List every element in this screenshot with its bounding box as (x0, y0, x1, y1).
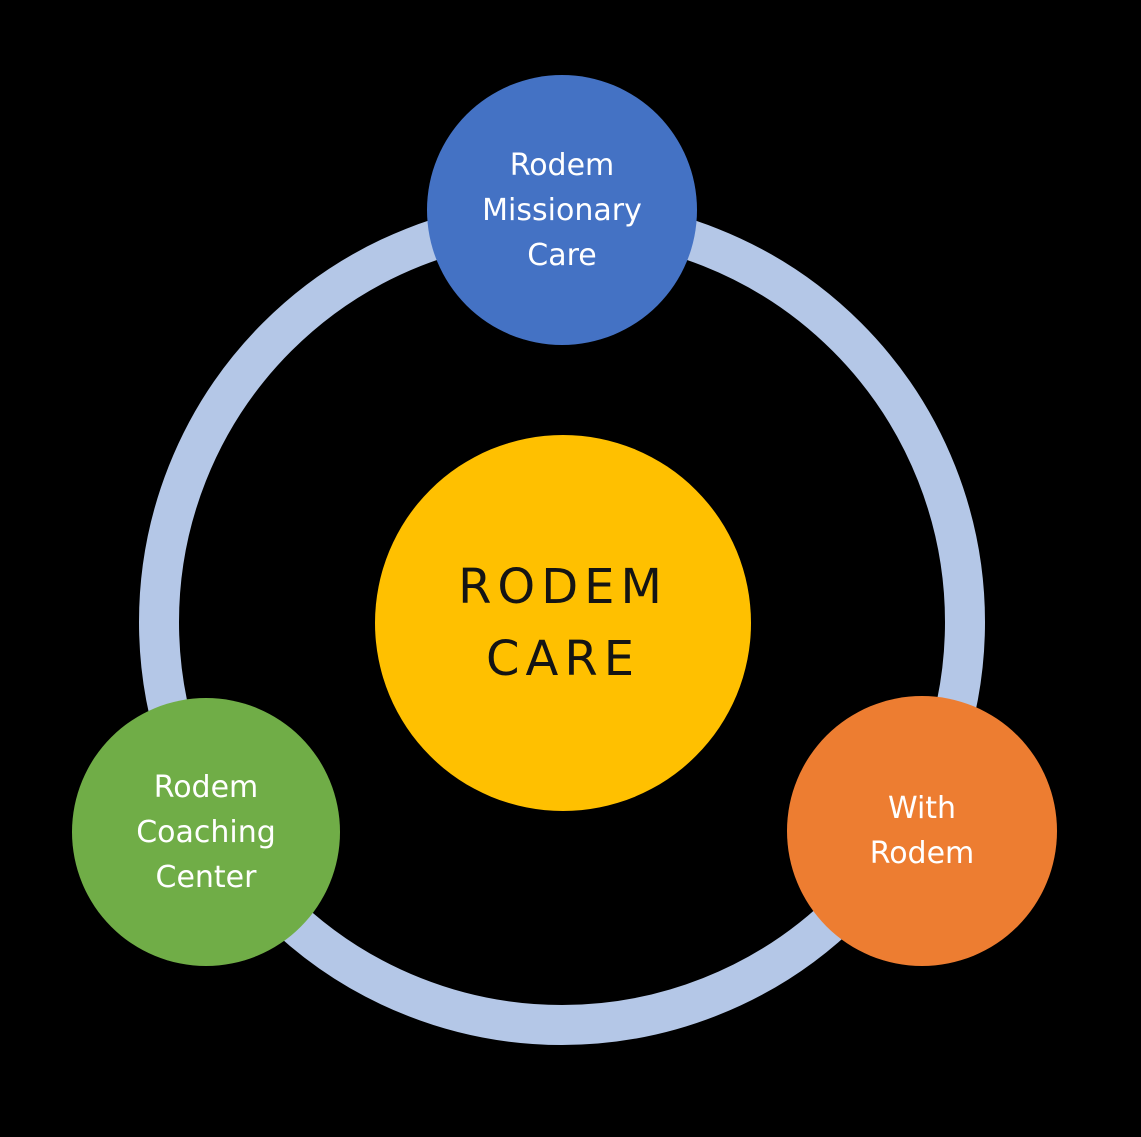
center-label-line-2: CARE (485, 631, 641, 687)
node-circle-with-rodem: With Rodem (787, 696, 1057, 966)
node-circle-rodem-coaching-center: Rodem Coaching Center (72, 698, 340, 966)
node-circle-rodem-missionary-care: Rodem Missionary Care (427, 75, 697, 345)
node-with-rodem-label-line-1: With (887, 791, 957, 826)
node-missionary-label-line-2: Missionary (482, 192, 642, 228)
node-coaching-label-line-2: Coaching (136, 814, 276, 850)
node-coaching-label-line-1: Rodem (153, 769, 259, 805)
node-missionary-label-line-1: Rodem (509, 147, 615, 183)
center-label-line-1: RODEM (458, 559, 668, 615)
node-with-rodem-label-line-2: Rodem (869, 836, 975, 871)
node-missionary-label-line-3: Care (527, 237, 597, 273)
node-coaching-label-line-3: Center (155, 859, 257, 895)
center-circle-rodem-care: RODEM CARE (375, 435, 751, 811)
